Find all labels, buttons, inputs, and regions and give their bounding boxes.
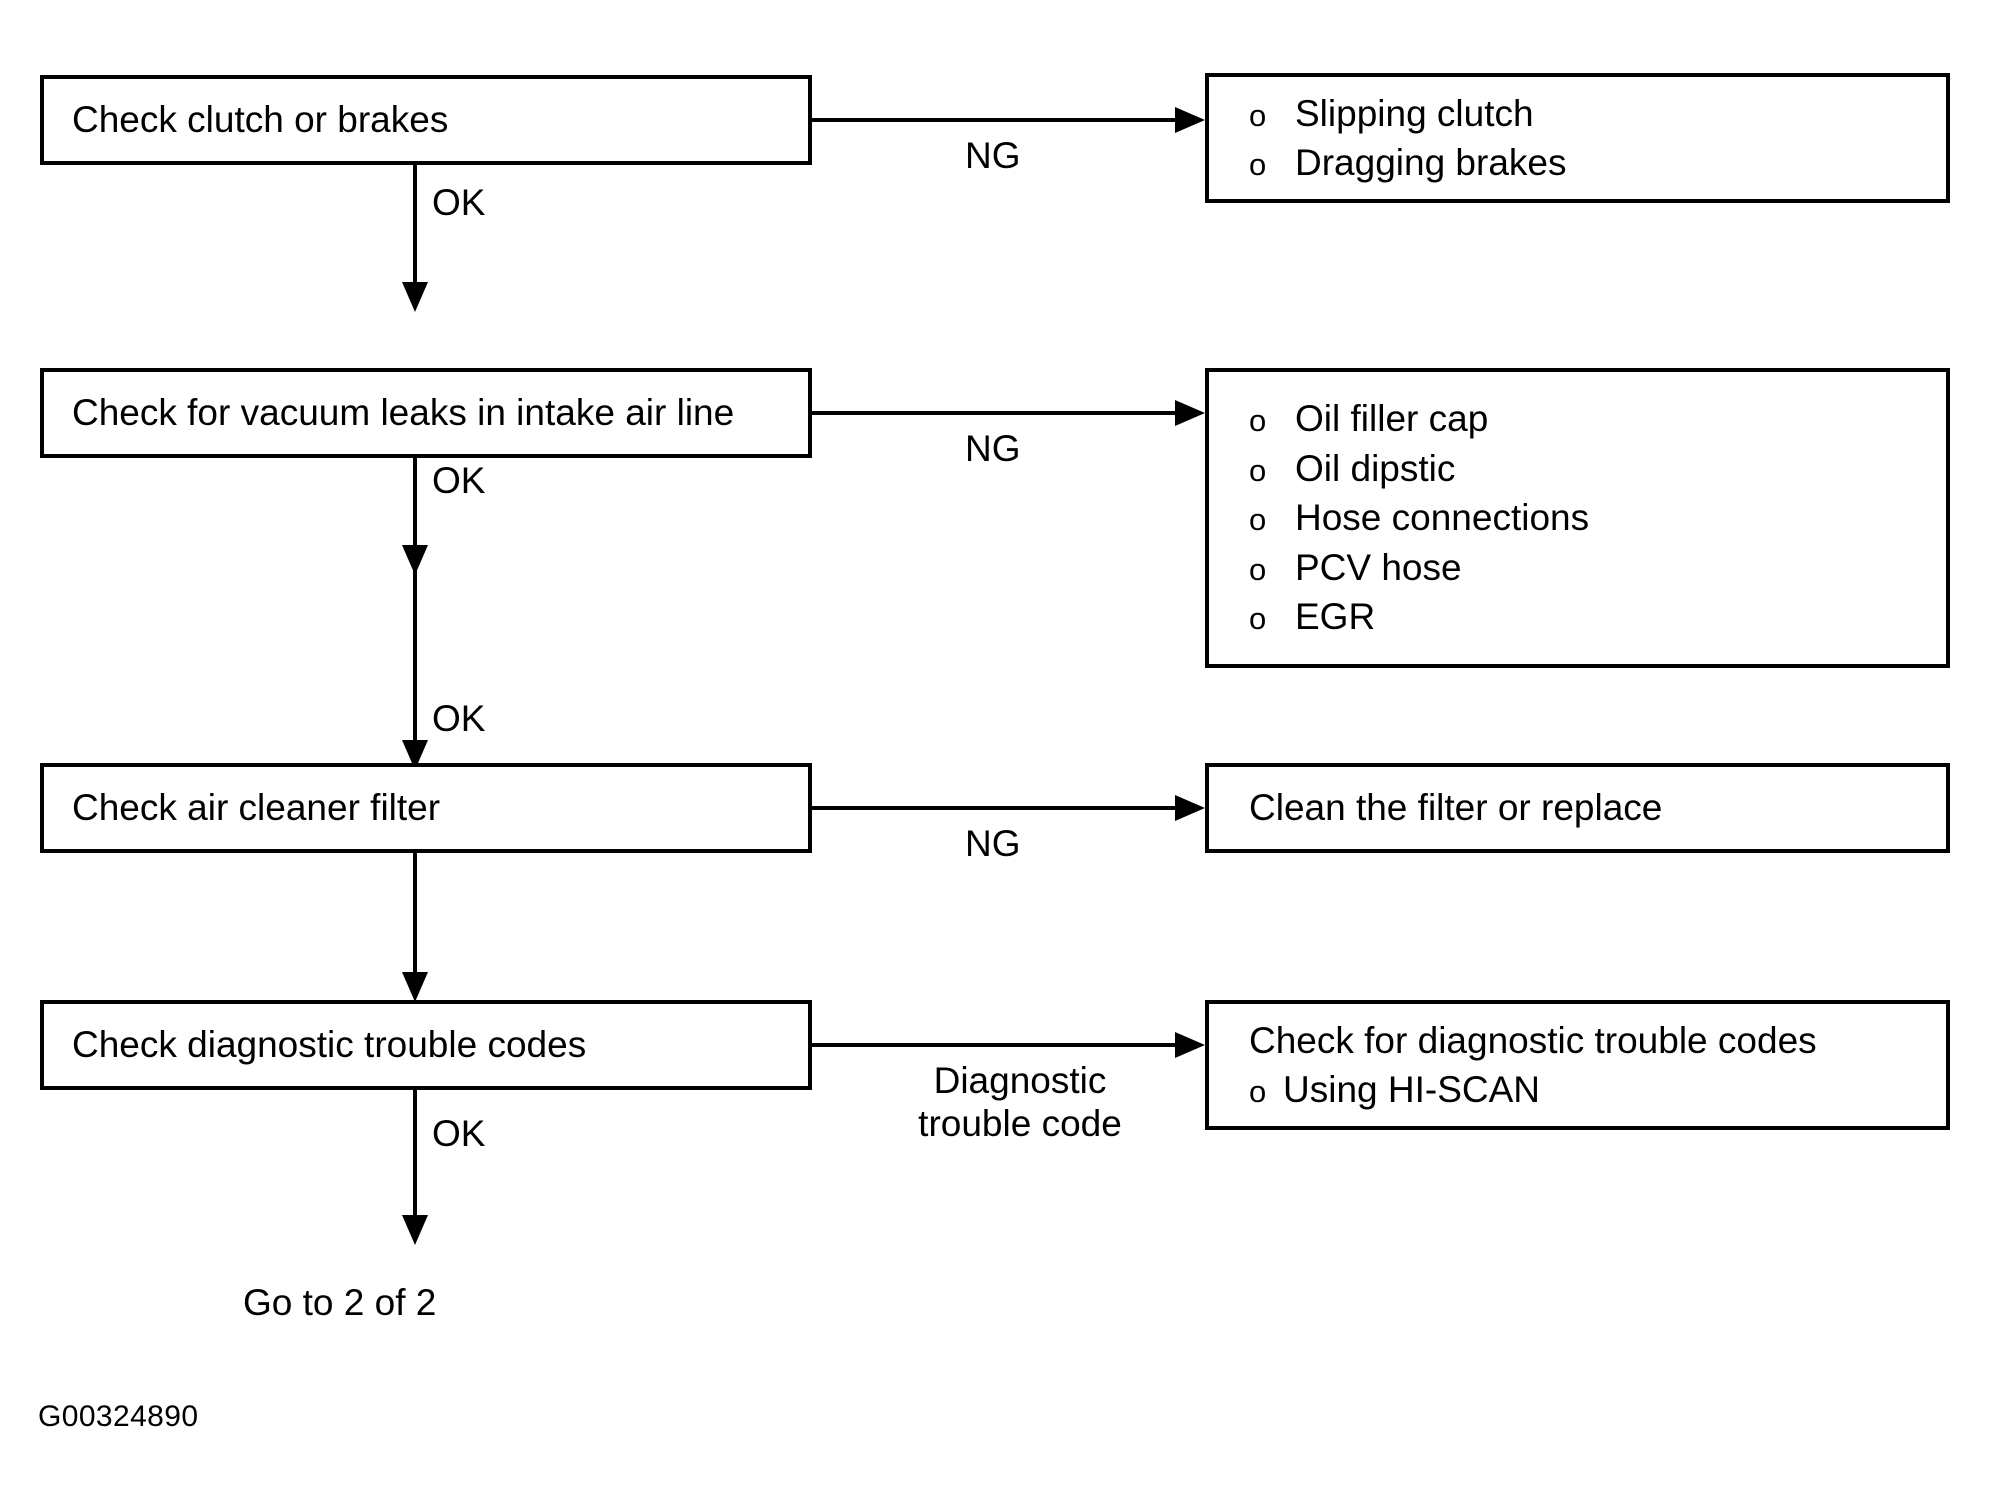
terminal-go-to-2-of-2: Go to 2 of 2 <box>243 1282 437 1323</box>
result-list: o Slipping clutch o Dragging brakes <box>1209 89 1946 188</box>
step-box-check-diagnostic-trouble-codes: Check diagnostic trouble codes <box>40 1000 812 1090</box>
result-list: o Using HI-SCAN <box>1209 1065 1946 1114</box>
list-item-label: Dragging brakes <box>1295 142 1567 183</box>
figure-id-label: G00324890 <box>38 1400 199 1433</box>
list-item-label: Hose connections <box>1295 497 1590 539</box>
connector-ng-line-1 <box>812 118 1177 122</box>
step-label: Check clutch or brakes <box>72 99 449 141</box>
list-item-label: Slipping clutch <box>1295 92 1534 134</box>
step-label: Check diagnostic trouble codes <box>72 1024 587 1066</box>
connector-ok-line-4 <box>413 1090 417 1220</box>
connector-ok-arrowhead-1 <box>402 282 428 312</box>
connector-ok-arrowhead-4 <box>402 1215 428 1245</box>
step-box-check-clutch-or-brakes: Check clutch or brakes <box>40 75 812 165</box>
connector-ng-arrowhead-1 <box>1175 107 1205 133</box>
edge-label-dtc-4: Diagnostic trouble code <box>918 1060 1122 1144</box>
list-item: o Oil filler cap <box>1249 394 1946 443</box>
list-item: o PCV hose <box>1249 543 1946 592</box>
bullet-o-icon: o <box>1249 551 1267 587</box>
edge-label-ok-3: OK <box>432 698 486 739</box>
connector-ok-line-1 <box>413 165 417 285</box>
bullet-o-icon: o <box>1249 1074 1267 1109</box>
list-item-label: EGR <box>1295 596 1376 638</box>
bullet-o-icon: o <box>1249 502 1267 538</box>
step-box-check-air-cleaner-filter: Check air cleaner filter <box>40 763 812 853</box>
edge-label-ok-4: OK <box>432 1113 486 1154</box>
connector-dtc-line-4 <box>812 1043 1177 1047</box>
result-box-vacuum-leak-points: o Oil filler cap o Oil dipstic o Hose co… <box>1205 368 1950 668</box>
edge-label-ok-2: OK <box>432 460 486 501</box>
list-item: o Dragging brakes <box>1249 138 1946 187</box>
result-heading: Clean the filter or replace <box>1249 787 1663 829</box>
list-item: o Using HI-SCAN <box>1249 1065 1946 1114</box>
result-box-clean-filter-action: Clean the filter or replace <box>1205 763 1950 853</box>
connector-ok-line-2b <box>413 458 417 748</box>
edge-label-ng-2: NG <box>965 428 1021 469</box>
bullet-o-icon: o <box>1249 147 1267 182</box>
step-label: Check air cleaner filter <box>72 787 441 829</box>
connector-ok-line-3 <box>413 853 417 978</box>
list-item: o Hose connections <box>1249 493 1946 542</box>
connector-ng-line-3 <box>812 806 1177 810</box>
result-box-clutch-brake-faults: o Slipping clutch o Dragging brakes <box>1205 73 1950 203</box>
list-item-label: Oil dipstic <box>1295 447 1456 489</box>
edge-label-ng-1: NG <box>965 135 1021 176</box>
edge-label-ng-3: NG <box>965 823 1021 864</box>
edge-label-ok-1: OK <box>432 182 486 223</box>
list-item-label: PCV hose <box>1295 546 1462 588</box>
list-item: o Oil dipstic <box>1249 444 1946 493</box>
connector-ng-arrowhead-2 <box>1175 400 1205 426</box>
result-heading: Check for diagnostic trouble codes <box>1249 1019 1817 1061</box>
connector-dtc-arrowhead-4 <box>1175 1032 1205 1058</box>
list-item-label: Oil filler cap <box>1295 398 1489 440</box>
bullet-o-icon: o <box>1249 452 1267 488</box>
connector-ok-arrowhead-3 <box>402 972 428 1002</box>
step-label: Check for vacuum leaks in intake air lin… <box>72 392 735 434</box>
step-box-check-vacuum-leaks: Check for vacuum leaks in intake air lin… <box>40 368 812 458</box>
list-item: o EGR <box>1249 592 1946 641</box>
list-item: o Slipping clutch <box>1249 89 1946 138</box>
result-list: o Oil filler cap o Oil dipstic o Hose co… <box>1209 394 1946 641</box>
connector-ng-arrowhead-3 <box>1175 795 1205 821</box>
list-item-label: Using HI-SCAN <box>1283 1069 1540 1110</box>
result-box-dtc-check-action: Check for diagnostic trouble codes o Usi… <box>1205 1000 1950 1130</box>
bullet-o-icon: o <box>1249 601 1267 637</box>
bullet-o-icon: o <box>1249 403 1267 439</box>
bullet-o-icon: o <box>1249 97 1267 133</box>
connector-ng-line-2 <box>812 411 1177 415</box>
